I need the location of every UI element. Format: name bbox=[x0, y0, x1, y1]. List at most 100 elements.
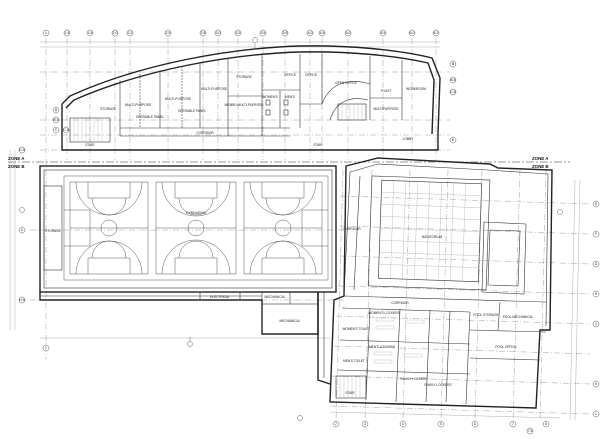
grid-tag: 1 bbox=[45, 31, 47, 35]
grid-tag: 6.0 bbox=[410, 31, 415, 35]
grid-tag: H bbox=[595, 292, 598, 296]
room-label: CORRIDOR bbox=[196, 131, 214, 135]
grid-tag: 7 bbox=[512, 422, 514, 426]
lap-pool bbox=[377, 179, 483, 283]
grid-tag: C.5 bbox=[63, 128, 68, 132]
room-label: WORKROOM bbox=[406, 87, 426, 91]
grid-tag: 7.5 bbox=[528, 429, 533, 433]
room-label: MECHANICAL bbox=[265, 295, 286, 299]
room-label: STORAGE bbox=[100, 107, 116, 111]
grid-tag: 3.3 bbox=[236, 31, 241, 35]
room-label: MULTI-PURPOSE bbox=[201, 87, 227, 91]
grid-tag: 3.8 bbox=[283, 31, 288, 35]
grid-tag: B.5 bbox=[53, 118, 58, 122]
room-label: WOMEN'S TOILET bbox=[342, 327, 369, 331]
room-label: CORRIDOR bbox=[391, 301, 409, 305]
room-label: WEMBU MULTI-PURPOSE bbox=[224, 103, 263, 107]
court-3 bbox=[243, 181, 323, 275]
room-label: MEN'S LOCKERS bbox=[369, 345, 395, 349]
north-wing: STORAGE MULTI-PURPOSE MULTI-PURPOSE OPER… bbox=[61, 45, 441, 151]
grid-tag: 3 bbox=[364, 422, 366, 426]
room-label: MULTIPURPOSE bbox=[374, 107, 399, 111]
grid-tag: J bbox=[595, 322, 597, 326]
room-label: OPERABLE PANEL bbox=[136, 115, 165, 119]
room-label: WOMEN'S LOCKERS bbox=[368, 311, 399, 315]
grid-bubbles-right: B B.5 C.5 D E F G H J K L bbox=[449, 60, 600, 418]
grid-tag: L bbox=[595, 412, 597, 416]
room-label: MULTI-PURPOSE bbox=[125, 103, 151, 107]
gymnasium-block: GYMNASIUM STORAGE ELECTRICAL MECHANICAL … bbox=[39, 165, 337, 335]
grid-tag: F bbox=[595, 232, 597, 236]
zone-label: ZONE A bbox=[532, 156, 549, 161]
grid-tag: G bbox=[595, 262, 598, 266]
room-label: OPEN OFFICE bbox=[335, 81, 357, 85]
grid-tag: 2.2 bbox=[128, 31, 133, 35]
grid-tag: 4.5 bbox=[320, 31, 325, 35]
grid-bubbles-top: 1 1.5 1.8 2.0 2.2 2.5 2.8 3.0 3.3 3.5 3.… bbox=[42, 29, 440, 37]
room-label: POOL OFFICE bbox=[495, 345, 516, 349]
room-label: POOL MECHANICAL bbox=[503, 315, 534, 319]
column-grid bbox=[30, 38, 591, 421]
grid-bubbles-left: B B.5 C C.5 D.5 G H.5 bbox=[18, 106, 70, 304]
grid-tag: 5.0 bbox=[346, 31, 351, 35]
grid-tag: 2.5 bbox=[166, 31, 171, 35]
dimension-lines bbox=[9, 41, 581, 421]
grid-tag: 3.5 bbox=[261, 31, 266, 35]
grid-tag: D.5 bbox=[19, 148, 24, 152]
grid-tag: K bbox=[595, 382, 598, 386]
room-label: TOILET bbox=[380, 89, 391, 93]
grid-tag: 2.8 bbox=[201, 31, 206, 35]
grid-tag: 5 bbox=[440, 422, 442, 426]
grid-tag: 6.2 bbox=[434, 31, 439, 35]
room-label: ELECTRICAL bbox=[210, 295, 230, 299]
grid-tag: H.5 bbox=[19, 298, 24, 302]
link-corridor bbox=[317, 292, 331, 385]
grid-tag: C bbox=[55, 128, 58, 132]
room-label: OPERABLE PANEL bbox=[178, 109, 207, 113]
room-label: STAIR bbox=[313, 143, 323, 147]
grid-tag: 2.0 bbox=[113, 31, 118, 35]
zone-division: ZONE A ZONE B ZONE A ZONE B bbox=[8, 156, 570, 169]
grid-tag: B bbox=[55, 108, 58, 112]
room-label: LOBBY bbox=[403, 137, 415, 141]
room-label: CORRIDOR bbox=[343, 227, 361, 231]
zone-label: ZONE A bbox=[8, 156, 25, 161]
grid-bubbles-bottom: 1 2 3 4 5 6 7 7.5 8 bbox=[42, 344, 550, 435]
room-label: FAMILY LOCKERS bbox=[400, 377, 427, 381]
grid-tag: 1.5 bbox=[65, 31, 70, 35]
grid-tag: C.5 bbox=[450, 90, 455, 94]
grid-tag: D bbox=[452, 138, 455, 142]
room-label: POOL STORAGE bbox=[473, 313, 498, 317]
room-label: GYMNASIUM bbox=[186, 211, 206, 215]
grid-tag: B bbox=[452, 62, 455, 66]
room-label: STORAGE bbox=[236, 75, 252, 79]
grid-tag: 1 bbox=[45, 346, 47, 350]
grid-tag: E bbox=[595, 202, 598, 206]
room-label: MULTI-PURPOSE bbox=[165, 97, 191, 101]
grid-tag: B.5 bbox=[450, 78, 455, 82]
court-1 bbox=[69, 181, 149, 275]
room-label: OFFICE bbox=[284, 73, 296, 77]
room-label: STAIR bbox=[345, 391, 355, 395]
grid-tag: 3.0 bbox=[216, 31, 221, 35]
natatorium-wing: CORRIDOR NATATORIUM CORRIDOR WOMEN'S LOC… bbox=[329, 157, 553, 409]
room-label: STAIR bbox=[85, 143, 95, 147]
grid-tag: 6 bbox=[474, 422, 476, 426]
room-label: MEN'S TOILET bbox=[343, 359, 365, 363]
grid-tag: 4 bbox=[402, 422, 404, 426]
room-label: WOMEN'S bbox=[262, 95, 277, 99]
court-2 bbox=[155, 181, 237, 275]
grid-tag: 5.5 bbox=[381, 31, 386, 35]
room-label: MEN'S bbox=[285, 95, 295, 99]
zone-label: ZONE B bbox=[8, 164, 25, 169]
room-label: NATATORIUM bbox=[422, 235, 443, 239]
room-label: MECHANICAL bbox=[280, 319, 301, 323]
zone-label: ZONE B bbox=[532, 164, 549, 169]
room-label: FAMILY LOCKERS bbox=[424, 383, 451, 387]
room-label: STORAGE bbox=[45, 229, 61, 233]
grid-tag: 1.8 bbox=[88, 31, 93, 35]
grid-tag: 4.0 bbox=[308, 31, 313, 35]
room-label: OFFICE bbox=[305, 73, 317, 77]
grid-tag: G bbox=[21, 228, 24, 232]
